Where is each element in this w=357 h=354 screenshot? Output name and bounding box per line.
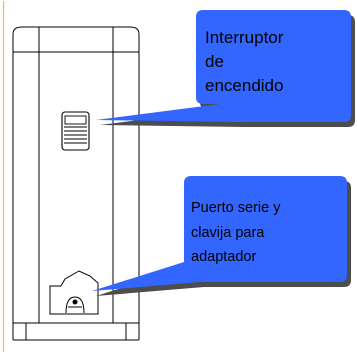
power-switch-label: Interruptor de encendido — [205, 26, 335, 98]
serial-port-label-line: clavija para — [191, 224, 265, 241]
power-switch-label-line: de — [205, 52, 224, 71]
serial-port-callout — [92, 176, 351, 296]
power-switch-label-line: encendido — [205, 76, 284, 95]
serial-port-label-line: adaptador — [191, 249, 257, 265]
power-switch-callout — [96, 10, 355, 127]
power-switch-label-line: Interruptor — [205, 28, 284, 47]
serial-port-label-line: Puerto serie y — [191, 200, 281, 216]
power-switch-icon — [61, 111, 90, 151]
serial-port-icon — [49, 270, 99, 315]
device-outline — [12, 26, 140, 341]
serial-port-label: Puerto serie y clavija para adaptador — [191, 196, 341, 270]
